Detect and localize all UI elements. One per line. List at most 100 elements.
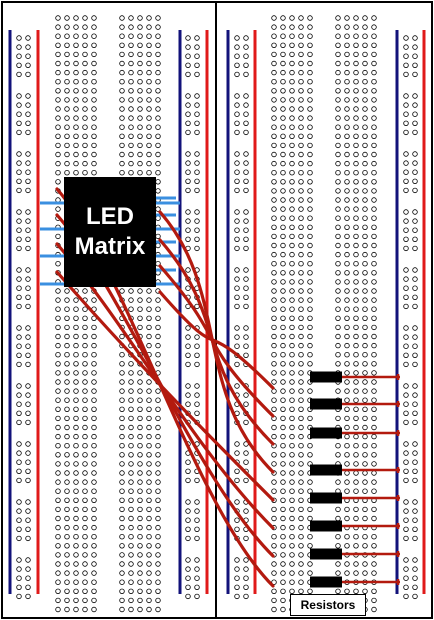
breadboard-hole	[271, 397, 277, 403]
breadboard-hole	[371, 288, 377, 294]
breadboard-hole	[371, 543, 377, 549]
rail-hole	[403, 53, 409, 59]
rail-hole	[243, 102, 249, 108]
breadboard-hole	[362, 388, 368, 394]
breadboard-hole	[82, 488, 88, 494]
breadboard-hole	[344, 242, 350, 249]
breadboard-panel-2	[215, 1, 433, 619]
rail-hole	[234, 236, 240, 242]
breadboard-hole	[82, 24, 88, 30]
breadboard-hole	[289, 424, 295, 431]
breadboard-hole	[280, 97, 286, 103]
breadboard-hole	[335, 142, 341, 149]
breadboard-hole	[353, 179, 359, 185]
breadboard-hole	[335, 506, 341, 513]
breadboard-hole	[280, 415, 286, 422]
rail-hole	[403, 557, 409, 563]
breadboard-hole	[307, 452, 313, 458]
breadboard-hole	[73, 133, 79, 139]
breadboard-hole	[271, 242, 277, 249]
rail-hole	[403, 160, 409, 166]
breadboard-hole	[155, 324, 161, 331]
breadboard-hole	[344, 279, 350, 285]
breadboard-hole	[155, 242, 161, 249]
breadboard-hole	[271, 115, 277, 121]
breadboard-hole	[362, 33, 368, 39]
breadboard-hole	[271, 433, 277, 440]
breadboard-hole	[353, 415, 359, 422]
breadboard-hole	[119, 51, 125, 58]
breadboard-hole	[371, 69, 377, 76]
rail-hole	[412, 325, 418, 331]
rail-hole	[16, 584, 22, 590]
breadboard-hole	[335, 361, 341, 367]
breadboard-hole	[362, 488, 368, 494]
rail-hole	[243, 44, 249, 50]
rail-hole	[194, 575, 200, 581]
breadboard-hole	[64, 470, 70, 476]
breadboard-hole	[362, 188, 368, 194]
breadboard-hole	[73, 342, 79, 349]
breadboard-hole	[271, 543, 277, 549]
breadboard-hole	[289, 433, 295, 440]
rail-hole	[25, 526, 31, 532]
rail-hole	[25, 410, 31, 416]
breadboard-hole	[289, 133, 295, 139]
rail-hole	[403, 178, 409, 184]
rail-hole	[25, 178, 31, 184]
rail-hole	[185, 218, 191, 224]
breadboard-hole	[128, 88, 134, 94]
breadboard-hole	[362, 24, 368, 30]
rail-hole	[25, 392, 31, 398]
breadboard-hole	[344, 588, 350, 594]
breadboard-hole	[146, 124, 152, 130]
breadboard-hole	[289, 588, 295, 594]
breadboard-hole	[55, 297, 61, 303]
breadboard-hole	[298, 33, 304, 39]
breadboard-hole	[137, 115, 143, 121]
rail-hole	[16, 468, 22, 474]
breadboard-hole	[353, 133, 359, 139]
rail-hole	[243, 401, 249, 407]
breadboard-hole	[146, 33, 152, 39]
rail-hole	[25, 276, 31, 282]
breadboard-hole	[119, 443, 125, 449]
rail-hole	[412, 477, 418, 484]
breadboard-hole	[155, 233, 161, 240]
breadboard-hole	[271, 315, 277, 321]
rail-hole	[412, 557, 418, 563]
rail-hole	[25, 477, 31, 484]
rail-hole	[194, 62, 200, 69]
breadboard-hole	[344, 379, 350, 385]
breadboard-hole	[344, 42, 350, 48]
breadboard-hole	[298, 106, 304, 112]
breadboard-hole	[128, 106, 134, 112]
rail-hole	[412, 294, 418, 300]
breadboard-hole	[371, 88, 377, 94]
breadboard-hole	[371, 561, 377, 567]
breadboard-hole	[146, 461, 152, 467]
breadboard-hole	[55, 352, 61, 358]
breadboard-hole	[289, 60, 295, 67]
breadboard-hole	[64, 515, 70, 522]
breadboard-hole	[362, 479, 368, 485]
breadboard-hole	[91, 524, 97, 531]
breadboard-hole	[64, 42, 70, 48]
breadboard-hole	[55, 315, 61, 321]
breadboard-hole	[155, 78, 161, 85]
breadboard-hole	[371, 106, 377, 112]
breadboard-hole	[119, 106, 125, 112]
rail-hole	[185, 557, 191, 563]
rail-hole	[25, 169, 31, 175]
breadboard-hole	[155, 497, 161, 503]
rail-hole	[194, 151, 200, 157]
rail-hole	[234, 53, 240, 59]
breadboard-hole	[280, 534, 286, 540]
rail-hole	[243, 209, 249, 215]
breadboard-hole	[155, 342, 161, 349]
rail-hole	[16, 517, 22, 523]
rail-hole	[412, 535, 418, 542]
breadboard-hole	[128, 151, 134, 158]
rail-hole	[25, 361, 31, 368]
breadboard-hole	[280, 88, 286, 94]
